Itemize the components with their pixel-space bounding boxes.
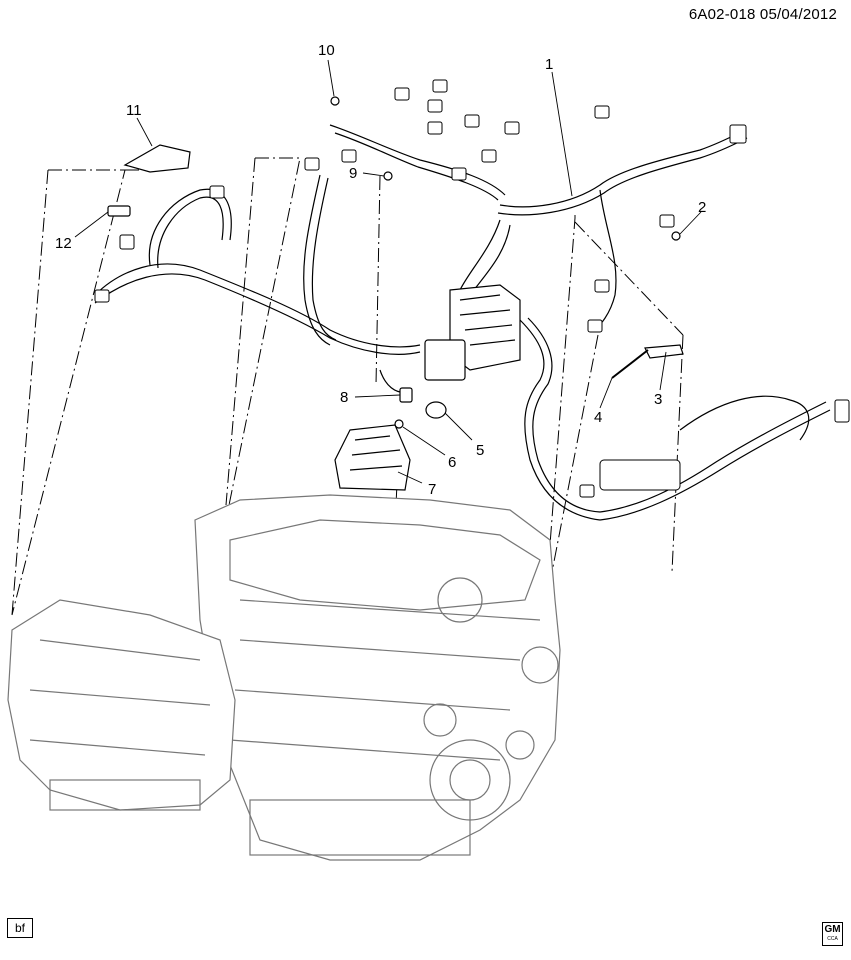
callout-3: 3 (654, 391, 663, 408)
fuse-block (424, 284, 521, 381)
bolt-2 (671, 231, 681, 241)
callout-4: 4 (594, 409, 603, 426)
bracket-7 (334, 424, 411, 491)
callout-9: 9 (349, 165, 358, 182)
diagram-header: 6A02-018 05/04/2012 (689, 6, 837, 23)
diagram-code: 6A02-018 (688, 6, 756, 23)
callout-10: 10 (318, 42, 335, 59)
callout-2: 2 (698, 199, 707, 216)
assembly-guide-lines (11, 157, 684, 781)
callout-7: 7 (428, 481, 437, 498)
gm-logo-text: GM (824, 924, 841, 935)
stud-4 (611, 349, 649, 379)
callout-11: 11 (126, 102, 142, 119)
clip-12 (107, 205, 131, 217)
bolt-10 (330, 96, 340, 106)
gm-logo-subtext: CCA (827, 936, 838, 942)
bracket-3 (644, 344, 684, 359)
gm-logo: GM CCA (822, 922, 843, 946)
engine-assembly (194, 494, 561, 861)
bf-tag: bf (7, 918, 33, 938)
bolt-6 (394, 419, 404, 429)
harness-connectors (94, 79, 850, 498)
diagram-date: 05/04/2012 (759, 6, 837, 23)
grommet-5 (425, 401, 447, 419)
clip-8 (399, 387, 413, 403)
nut-9 (383, 171, 393, 181)
callout-1: 1 (545, 56, 554, 73)
callout-leaders (74, 59, 702, 484)
transmission-assembly (7, 599, 236, 811)
callout-5: 5 (476, 442, 485, 459)
bracket-11 (123, 144, 191, 173)
callout-8: 8 (340, 389, 349, 406)
callout-6: 6 (448, 454, 457, 471)
callout-12: 12 (55, 235, 72, 252)
